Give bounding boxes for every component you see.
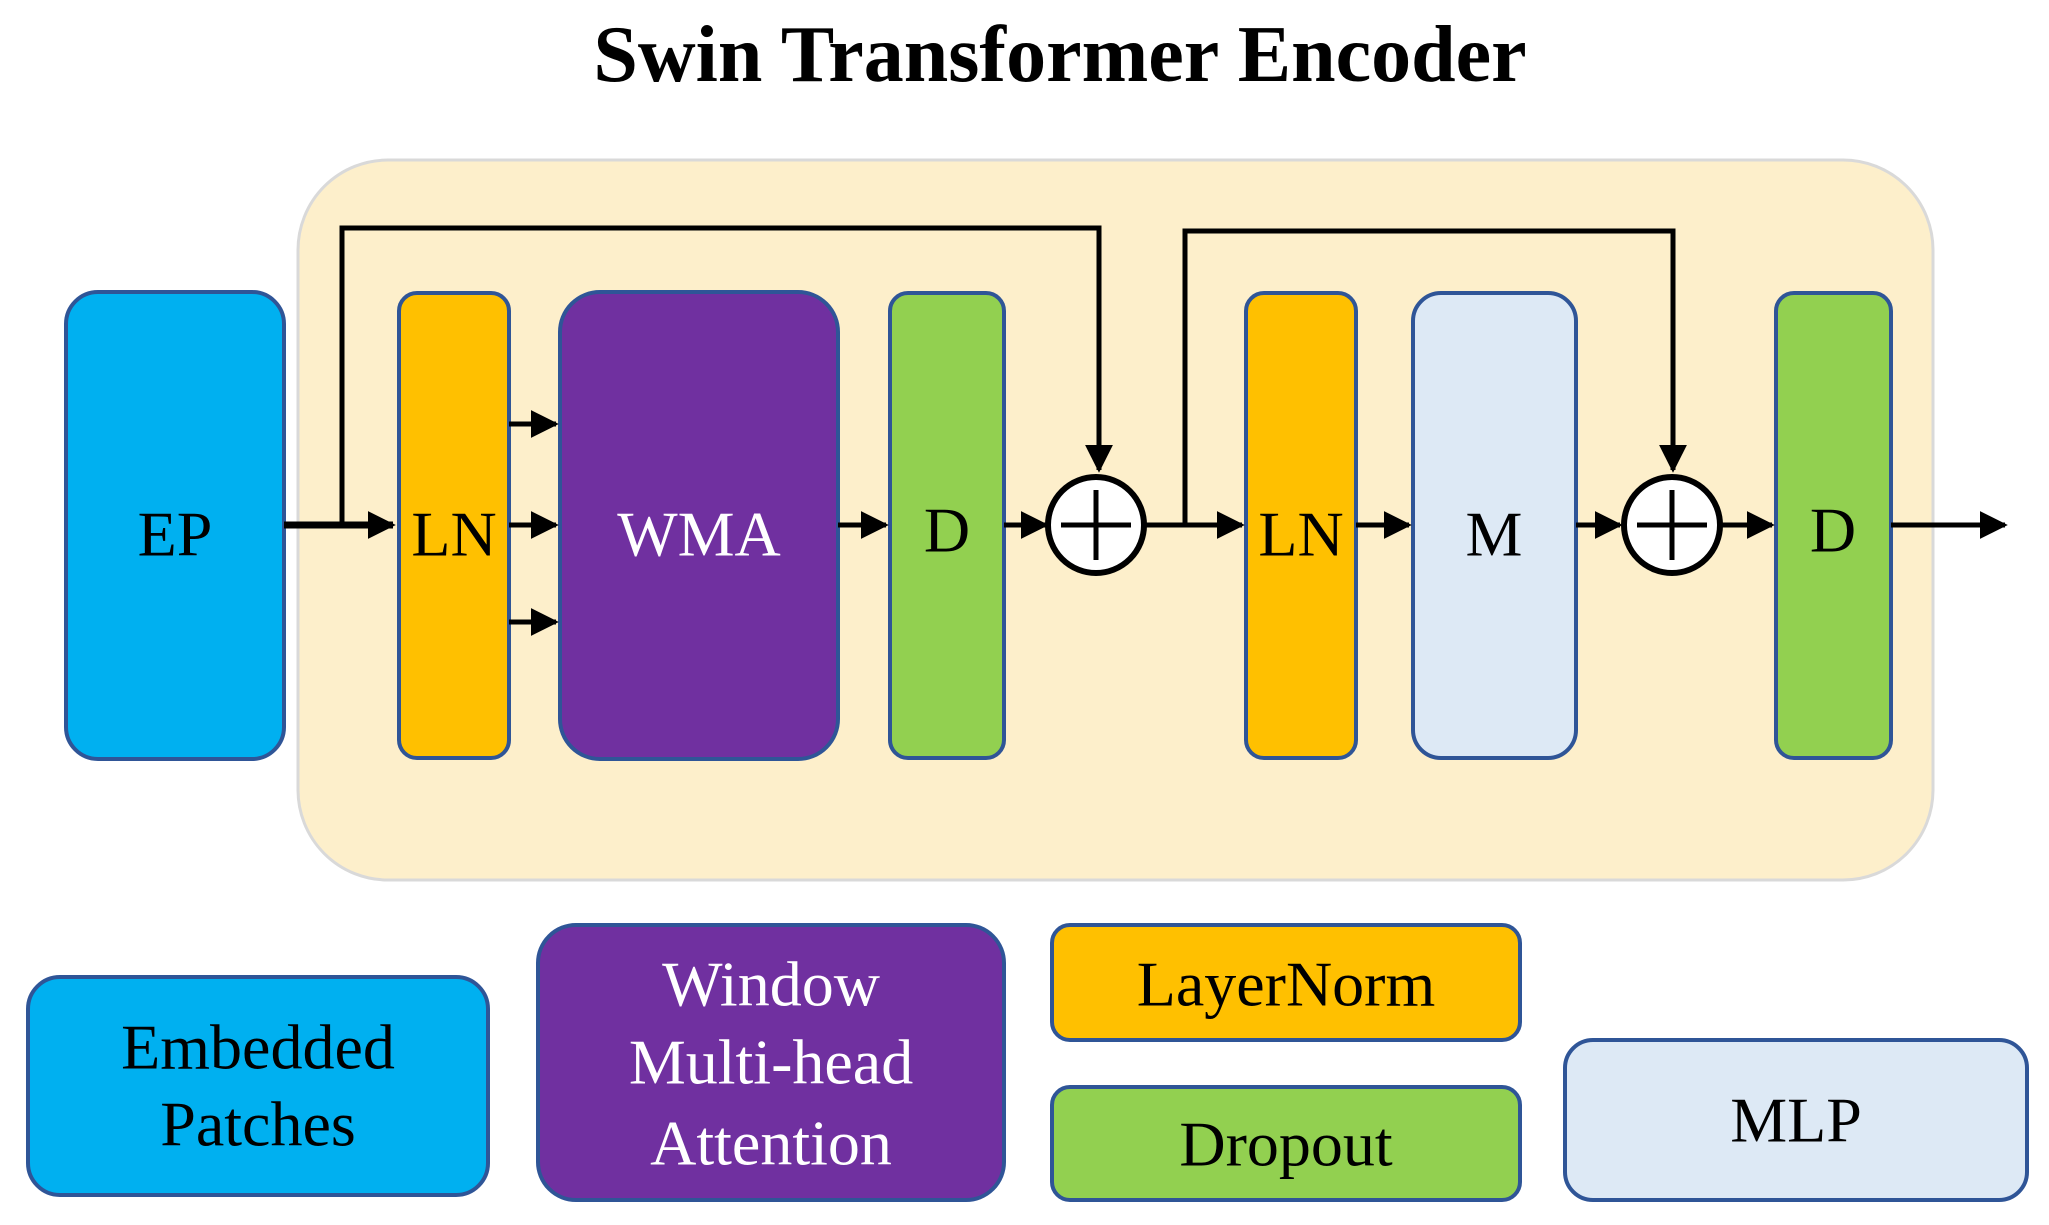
legend-attention-line2: Multi-head [629,1027,913,1098]
legend-layernorm-label: LayerNorm [1137,949,1436,1020]
legend-attention-box [536,923,1006,1202]
legend-attention-line3: Attention [650,1108,892,1179]
legend-mlp-label: MLP [1730,1085,1862,1156]
legend: Embedded Patches Window Multi-head Atten… [26,923,2029,1202]
ln1-label: LN [411,499,496,570]
connections [284,225,2008,636]
legend-embedded-line2: Patches [160,1089,356,1160]
mlp-label: M [1466,499,1523,570]
legend-embedded-box [26,975,490,1197]
ep-label: EP [138,499,213,570]
legend-layernorm-box [1050,923,1522,1042]
circle-plus-icon [1621,474,1723,576]
skip-connection-1 [339,225,1113,525]
ln2-label: LN [1258,499,1343,570]
diagram-title: Swin Transformer Encoder [593,11,1526,99]
d1-label: D [924,495,970,566]
circle-plus-icon [1045,474,1147,576]
skip-connection-2 [1182,228,1687,525]
wma-label: WMA [617,499,781,570]
d2-label: D [1810,495,1856,566]
legend-embedded-line1: Embedded [121,1012,395,1083]
legend-attention-line1: Window [662,949,880,1020]
legend-dropout-box [1050,1085,1522,1202]
legend-dropout-label: Dropout [1179,1109,1393,1180]
legend-mlp-box [1563,1038,2029,1202]
